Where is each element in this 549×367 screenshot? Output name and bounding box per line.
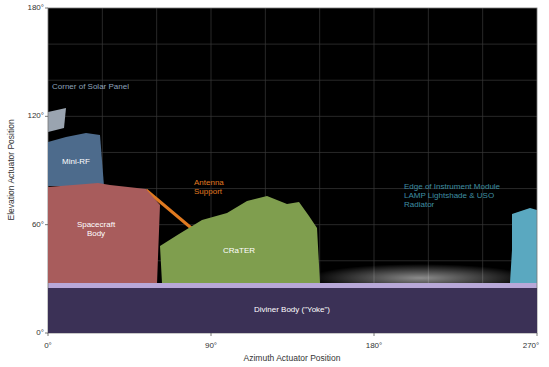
axis-tick-label: 180°	[359, 341, 389, 350]
grid-lines	[48, 8, 537, 333]
region-shape	[48, 133, 104, 186]
solar-panel-corner	[48, 108, 66, 132]
callout-label: Corner of Solar Panel	[52, 82, 152, 91]
axis-tick-label: 180°	[14, 3, 44, 12]
region-label: Spacecraft Body	[68, 220, 124, 238]
yoke-band: Diviner Body ("Yoke")	[48, 288, 537, 333]
tick-mark	[374, 333, 375, 336]
plot-frame	[48, 8, 537, 333]
tick-mark	[48, 333, 49, 336]
instrument-region: Mini-RF	[48, 128, 104, 186]
axis-tick-label: 0°	[33, 341, 63, 350]
axis-tick-label: 270°	[516, 341, 546, 350]
axis-ticks	[45, 8, 537, 336]
region-outline	[48, 128, 104, 186]
region-label: Diviner Body ("Yoke")	[192, 305, 392, 314]
instrument-region: CRaTER	[157, 196, 322, 283]
grid-line	[48, 116, 537, 117]
tick-mark	[45, 116, 48, 117]
grid-line	[48, 80, 537, 81]
region-outline	[157, 196, 322, 283]
region-label: CRaTER	[199, 246, 279, 255]
region-shape	[48, 183, 160, 283]
axis-tick-label: 90°	[196, 341, 226, 350]
plot-area	[48, 8, 537, 333]
grid-line	[48, 152, 537, 153]
callout-label: Antenna Support	[194, 178, 244, 196]
spacecraft-region: Spacecraft Body	[48, 183, 160, 283]
tick-mark	[211, 333, 212, 336]
tick-mark	[45, 224, 48, 225]
region-label: Mini-RF	[51, 157, 101, 166]
region-shape	[160, 196, 320, 283]
axis-title: Azimuth Actuator Position	[192, 354, 392, 364]
tick-mark	[537, 333, 538, 336]
grid-line	[48, 44, 537, 45]
callout-label: Edge of Instrument Module LAMP Lightshad…	[404, 182, 504, 210]
axis-tick-label: 0°	[14, 328, 44, 337]
axis-title: Elevation Actuator Position	[7, 90, 17, 250]
tick-mark	[45, 8, 48, 9]
axis-tick-label: 120°	[14, 111, 44, 120]
instrument-module-edge	[510, 208, 537, 283]
axis-tick-label: 60°	[14, 220, 44, 229]
